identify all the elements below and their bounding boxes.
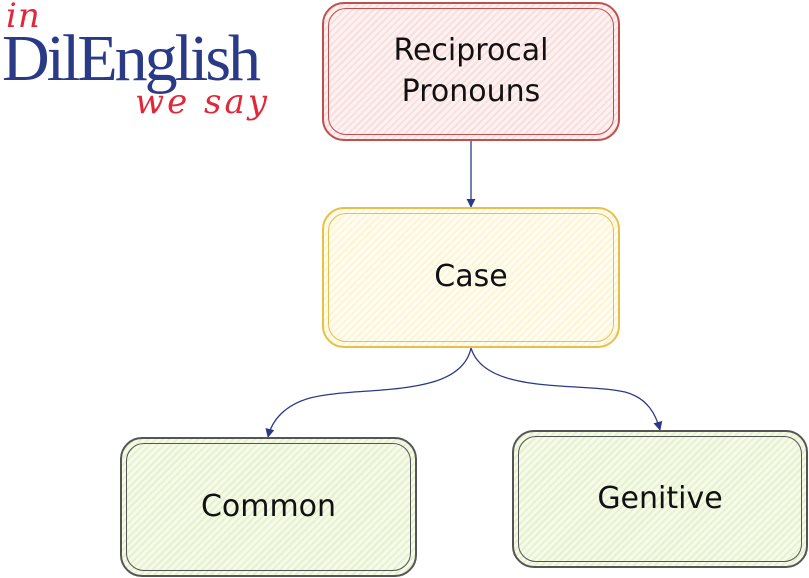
node-genitive-label: Genitive	[597, 480, 723, 516]
logo-prefix: in	[6, 0, 41, 36]
logo-brand: DilEnglish	[2, 22, 261, 95]
edge-case-to-genitive	[470, 347, 663, 431]
node-genitive: Genitive	[512, 430, 808, 568]
node-case: Case	[322, 207, 620, 348]
edge-case-to-common	[265, 347, 472, 438]
dilenglish-logo: in DilEnglish we say	[0, 0, 280, 150]
logo-suffix: we say	[135, 82, 270, 122]
node-common-label: Common	[200, 488, 337, 524]
node-common: Common	[120, 437, 417, 577]
node-reciprocal-pronouns-label: Reciprocal Pronouns	[393, 33, 549, 109]
node-case-label: Case	[434, 259, 508, 295]
node-reciprocal-pronouns: Reciprocal Pronouns	[322, 2, 620, 141]
